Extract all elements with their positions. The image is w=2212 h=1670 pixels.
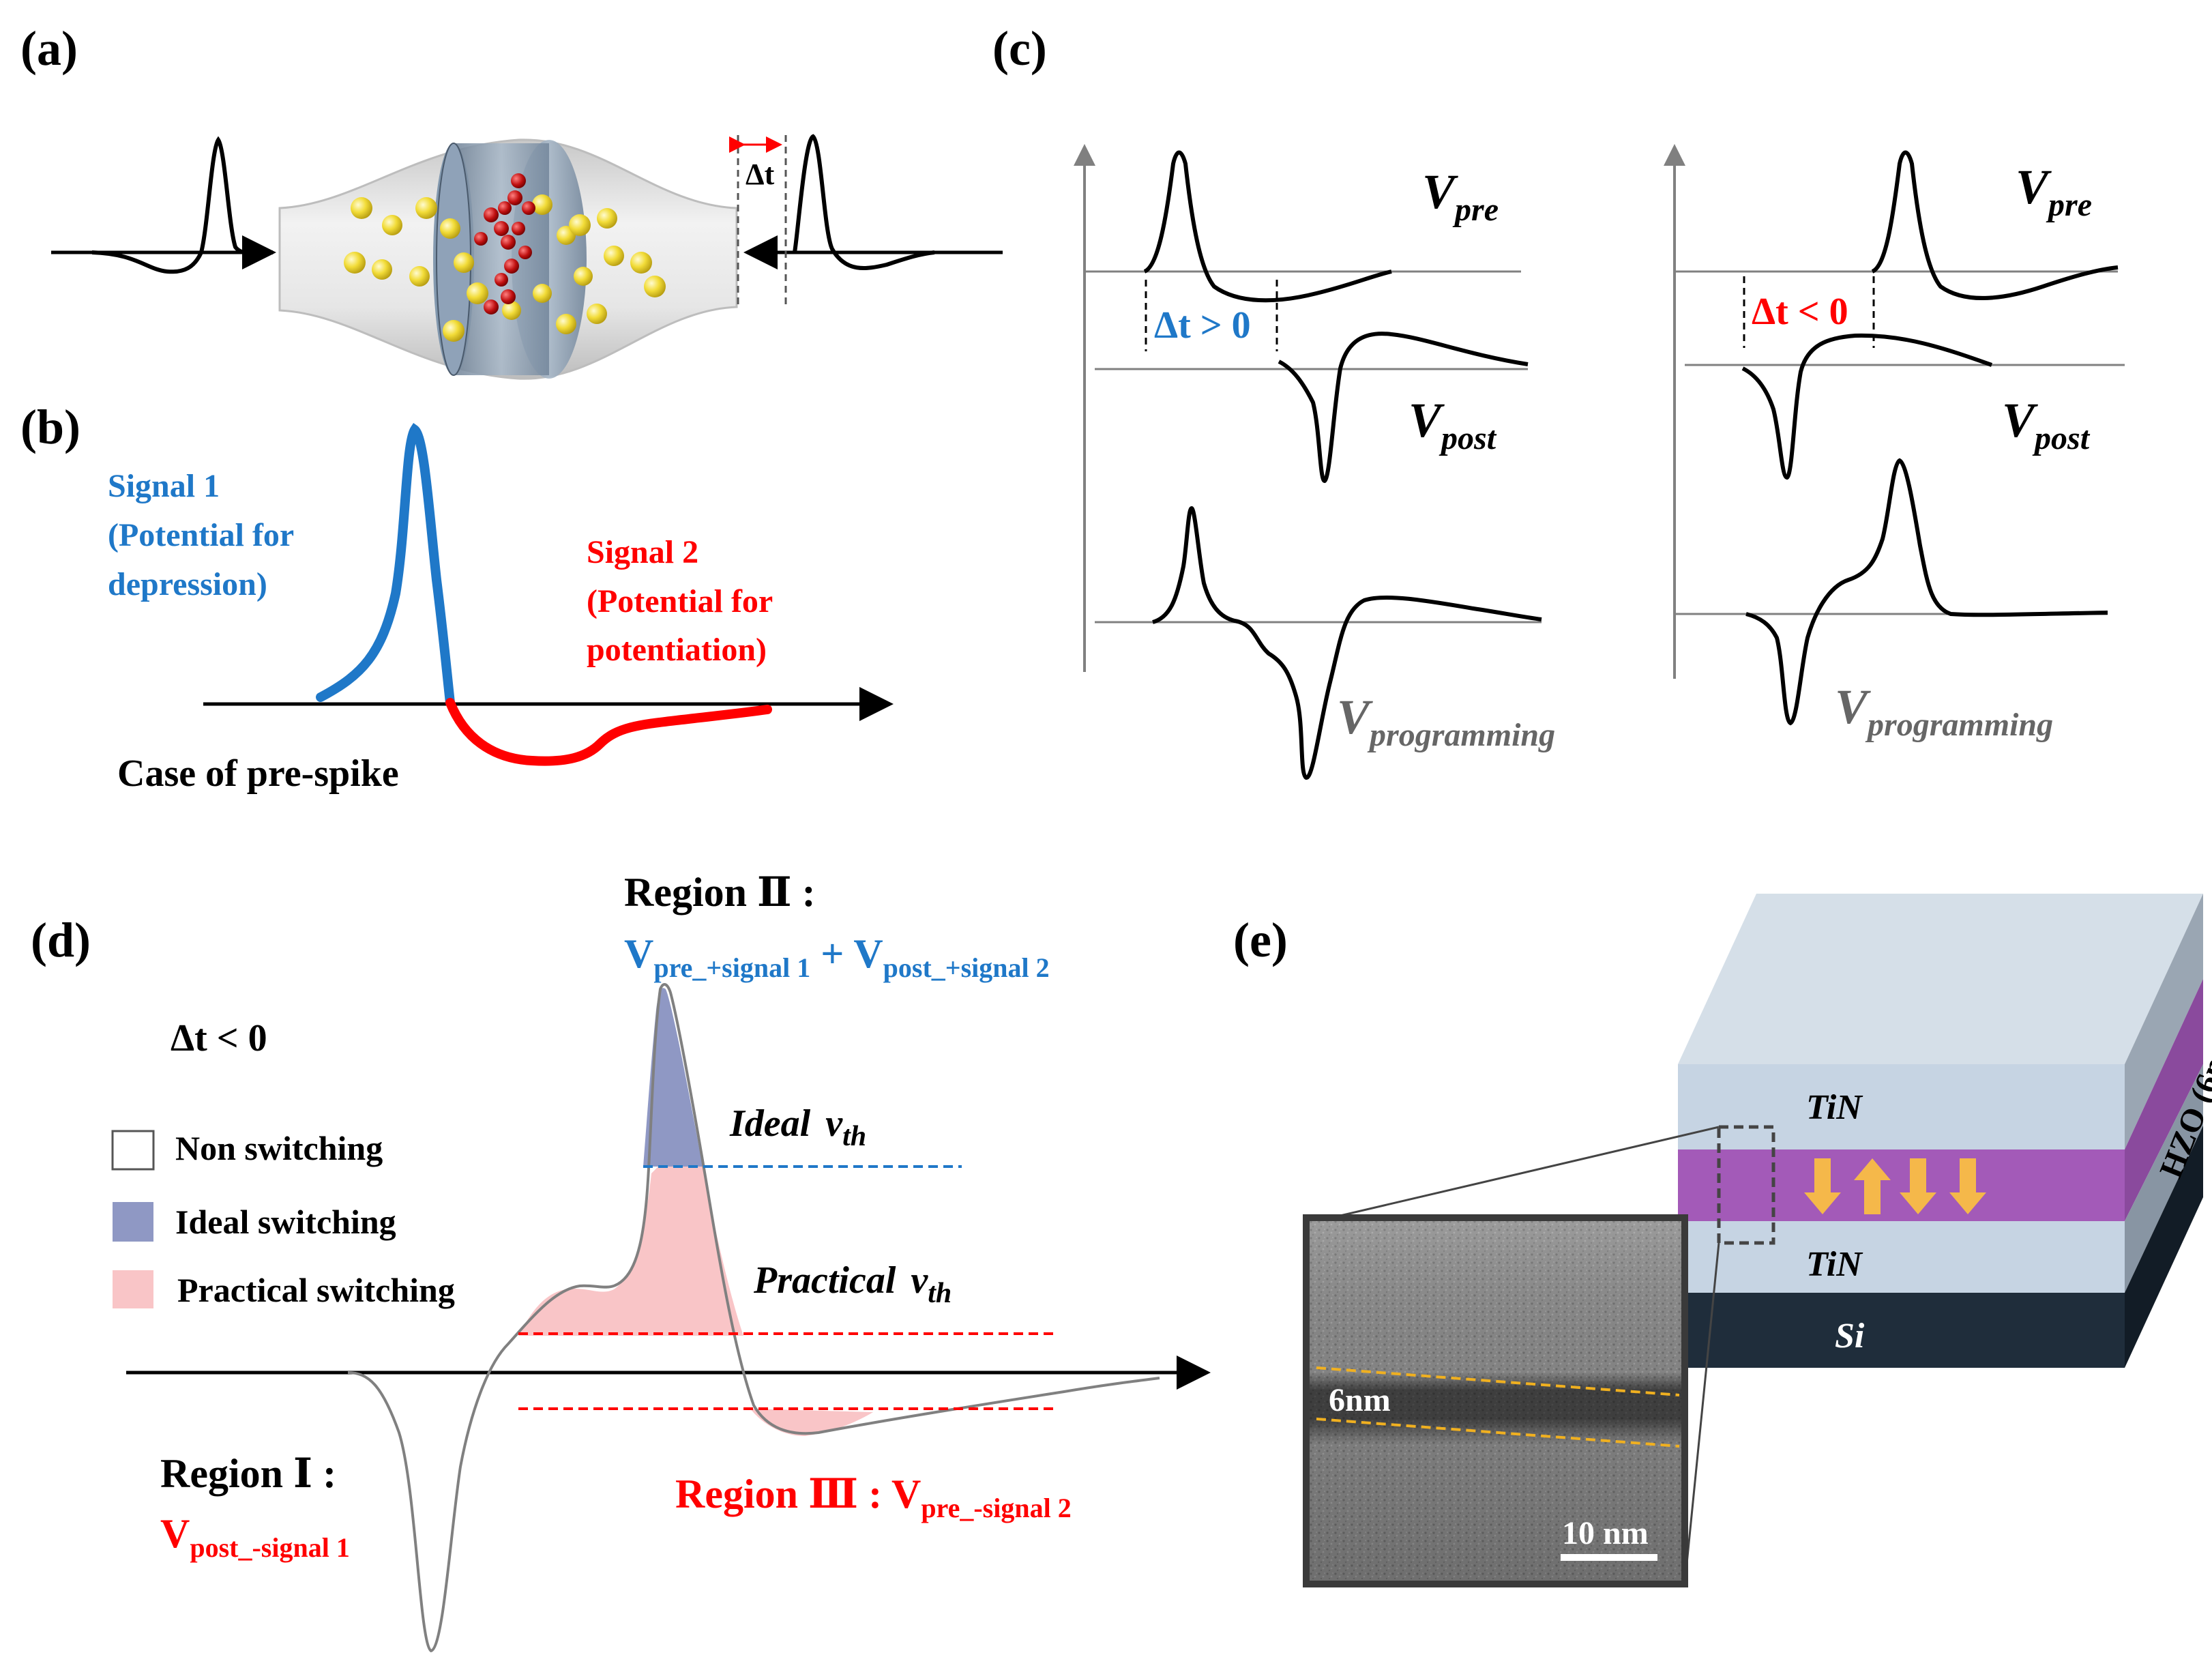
scale-bar-label: 10 nm bbox=[1562, 1515, 1649, 1551]
legend-swatch-non-switching bbox=[111, 1130, 155, 1171]
legend-ideal-switching: Ideal switching bbox=[175, 1203, 396, 1241]
tem-upper-interface bbox=[1316, 1366, 1680, 1396]
post-spike-waveform bbox=[743, 134, 1003, 271]
panel-d-dt: Δt < 0 bbox=[171, 1017, 267, 1059]
region2-title: Region Ⅱ : bbox=[624, 870, 816, 915]
legend-swatch-practical-switching bbox=[113, 1270, 153, 1308]
zoom-region-box bbox=[1717, 1125, 1775, 1245]
panel-d-legend: Non switching Ideal switching Practical … bbox=[111, 1129, 455, 1309]
signal1-line2: (Potential for bbox=[108, 517, 294, 553]
panel-b-label: (b) bbox=[20, 400, 80, 454]
v-pre-label-right: Vpre bbox=[2016, 160, 2092, 223]
programming-waveform bbox=[347, 983, 1160, 1653]
tem-lower-interface bbox=[1316, 1418, 1680, 1448]
panel-d: (d) Δt < 0 Non switching Ideal switching… bbox=[31, 870, 1211, 1653]
panel-b: (b) Signal 1 (Potential for depression) … bbox=[20, 400, 894, 795]
layer-bottom-tin-label: TiN bbox=[1806, 1245, 1863, 1284]
v-programming-curve-right bbox=[1745, 458, 2108, 726]
panel-d-label: (d) bbox=[31, 913, 91, 967]
delta-t-marker: Δt bbox=[729, 135, 787, 307]
v-programming-curve-left bbox=[1152, 506, 1542, 780]
polarization-arrows bbox=[1804, 1158, 1986, 1214]
region1-formula: Vpost_-signal 1 bbox=[160, 1511, 350, 1563]
signal1-title: Signal 1 bbox=[108, 468, 220, 504]
signal2-line3: potentiation) bbox=[587, 632, 767, 668]
delta-t-label: Δt bbox=[746, 158, 775, 191]
device-stack: TiN TiN Si HZO (6nm) bbox=[1678, 894, 2212, 1368]
tem-image: 6nm 10 nm bbox=[1303, 1214, 1688, 1587]
pre-spike-waveform bbox=[51, 136, 276, 274]
layer-si-label: Si bbox=[1835, 1317, 1865, 1356]
panel-c-right: Δt < 0 Vpre Vpost Vprogramming bbox=[1664, 144, 2125, 743]
layer-hzo bbox=[1678, 1149, 2125, 1221]
panel-c-label: (c) bbox=[992, 21, 1047, 76]
dt-positive-label: Δt > 0 bbox=[1154, 304, 1251, 347]
tem-thickness-label: 6nm bbox=[1329, 1382, 1391, 1418]
region2-formula: Vpre_+signal 1 + Vpost_+signal 2 bbox=[624, 931, 1050, 983]
panel-a-label: (a) bbox=[20, 21, 78, 76]
yellow-vesicles bbox=[344, 194, 666, 342]
v-pre-curve-left bbox=[1143, 150, 1392, 303]
signal2-title: Signal 2 bbox=[587, 534, 698, 570]
panel-e: (e) TiN TiN Si HZO (6nm) bbox=[1233, 894, 2212, 1587]
legend-practical-switching: Practical switching bbox=[177, 1271, 455, 1309]
panel-c-left: Δt > 0 Vpre Vpost Vprogramming bbox=[1074, 144, 1555, 780]
v-post-label-left: Vpost bbox=[1409, 393, 1497, 456]
v-post-label-right: Vpost bbox=[2002, 393, 2091, 456]
red-neurotransmitters bbox=[474, 173, 535, 314]
ideal-switching-fill bbox=[643, 988, 703, 1167]
layer-bottom-tin bbox=[1678, 1221, 2125, 1293]
v-post-curve-right bbox=[1741, 333, 1993, 480]
legend-swatch-ideal-switching bbox=[113, 1202, 153, 1242]
scale-bar bbox=[1561, 1554, 1657, 1561]
panel-c: (c) Δt > 0 Vpre Vpost Vprogramming bbox=[992, 21, 2125, 780]
signal2-curve bbox=[445, 698, 772, 766]
signal1-line3: depression) bbox=[108, 566, 267, 602]
region3-label: Region Ⅲ : Vpre_-signal 2 bbox=[675, 1471, 1072, 1523]
v-pre-curve-right bbox=[1871, 150, 2119, 300]
layer-top-tin bbox=[1678, 1064, 2125, 1149]
v-post-curve-left bbox=[1278, 332, 1529, 484]
dt-negative-label: Δt < 0 bbox=[1752, 291, 1848, 333]
layer-si bbox=[1678, 1293, 2125, 1368]
signal2-line2: (Potential for bbox=[587, 583, 773, 619]
practical-switching-fill bbox=[518, 1167, 743, 1336]
panel-e-label: (e) bbox=[1233, 913, 1288, 967]
v-pre-label-left: Vpre bbox=[1422, 164, 1499, 228]
v-programming-label-right: Vprogramming bbox=[1835, 679, 2053, 743]
legend-non-switching: Non switching bbox=[175, 1129, 383, 1167]
panel-b-caption: Case of pre-spike bbox=[117, 752, 399, 795]
layer-top-tin-label: TiN bbox=[1806, 1088, 1863, 1127]
v-programming-label-left: Vprogramming bbox=[1337, 690, 1555, 753]
signal1-curve bbox=[316, 423, 455, 707]
panel-a: (a) bbox=[20, 21, 1003, 380]
region1-title: Region Ⅰ : bbox=[160, 1451, 336, 1496]
